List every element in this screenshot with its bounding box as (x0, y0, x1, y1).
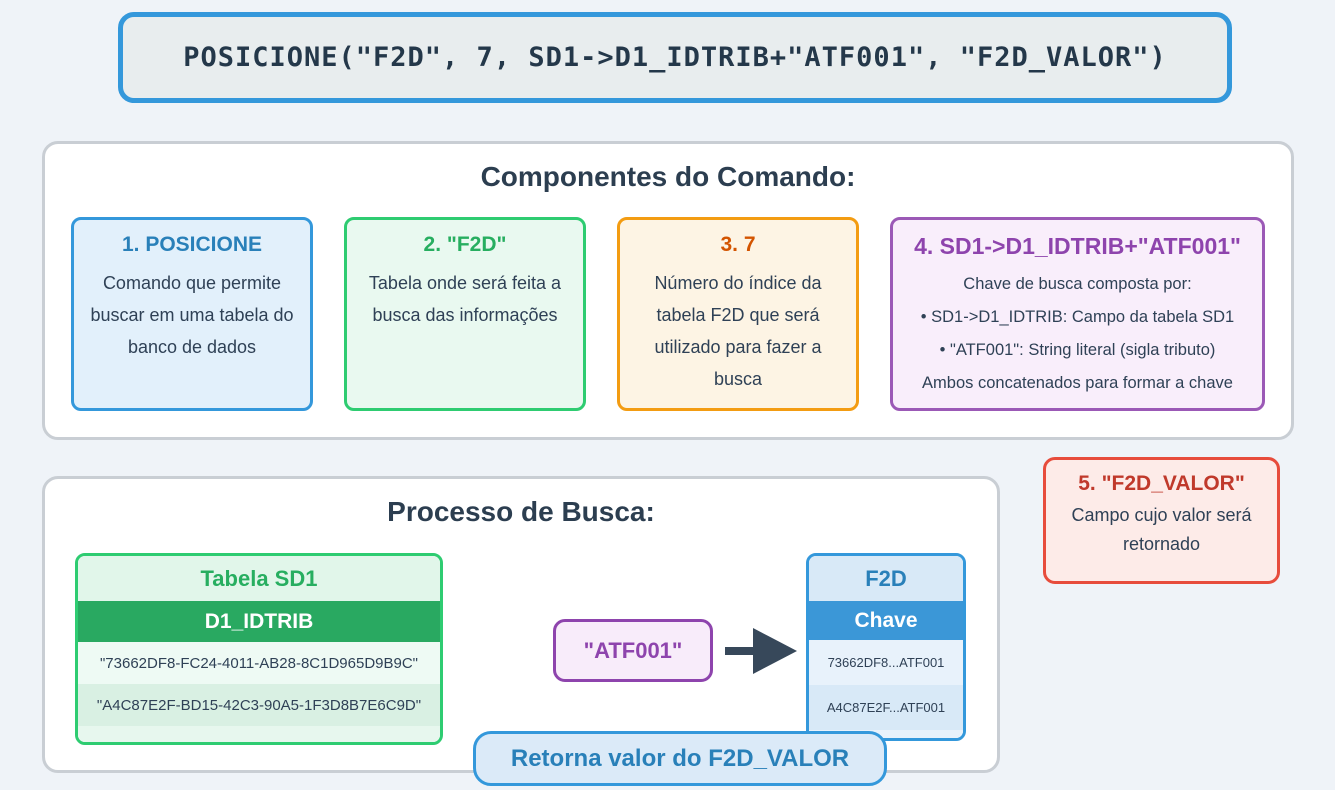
description-line: • "ATF001": String literal (sigla tribut… (939, 341, 1216, 359)
process-panel-title: Processo de Busca: (387, 496, 655, 527)
f2d-table-title: F2D (809, 556, 963, 601)
description-line: Chave de busca composta por: (963, 275, 1192, 293)
component-card-description: Comando que permite buscar em uma tabela… (90, 273, 294, 358)
sd1-column-header: D1_IDTRIB (78, 601, 440, 642)
component-card-f2d: 2. "F2D" Tabela onde será feita a busca … (344, 217, 586, 411)
component-card-title: 4. SD1->D1_IDTRIB+"ATF001" (914, 233, 1241, 259)
command-code-box: POSICIONE("F2D", 7, SD1->D1_IDTRIB+"ATF0… (118, 12, 1232, 103)
component-card-return-field: 5. "F2D_VALOR" Campo cujo valor será ret… (1043, 457, 1280, 584)
component-card-description: Chave de busca composta por: • SD1->D1_I… (903, 268, 1252, 400)
component-card-title: 1. POSICIONE (121, 233, 263, 256)
sd1-table: Tabela SD1 D1_IDTRIB "73662DF8-FC24-4011… (75, 553, 443, 745)
component-card-description: Tabela onde será feita a busca das infor… (368, 273, 562, 326)
component-card-description: Número do índice da tabela F2D que será … (654, 273, 822, 390)
f2d-table-footer (809, 730, 963, 738)
component-card-title: 2. "F2D" (423, 233, 507, 256)
description-line: Ambos concatenados para formar a chave (922, 374, 1233, 392)
components-panel: Componentes do Comando: 1. POSICIONE Com… (42, 141, 1294, 440)
component-card-title: 5. "F2D_VALOR" (1078, 472, 1245, 495)
command-code-text: POSICIONE("F2D", 7, SD1->D1_IDTRIB+"ATF0… (183, 42, 1167, 73)
sd1-table-title: Tabela SD1 (78, 556, 440, 601)
process-panel: Processo de Busca: Tabela SD1 D1_IDTRIB … (42, 476, 1000, 786)
table-row: 73662DF8...ATF001 (809, 640, 963, 685)
components-panel-title: Componentes do Comando: (480, 161, 856, 192)
search-key-chip: "ATF001" (553, 619, 713, 682)
arrow-right-icon (725, 628, 797, 674)
component-card-description: Campo cujo valor será retornado (1071, 505, 1252, 554)
components-cards-row: 1. POSICIONE Comando que permite buscar … (71, 217, 1265, 411)
result-pill: Retorna valor do F2D_VALOR (473, 731, 887, 786)
sd1-table-footer (78, 726, 440, 742)
table-row: "A4C87E2F-BD15-42C3-90A5-1F3D8B7E6C9D" (78, 684, 440, 726)
component-card-index: 3. 7 Número do índice da tabela F2D que … (617, 217, 859, 411)
description-line: • SD1->D1_IDTRIB: Campo da tabela SD1 (920, 308, 1235, 326)
component-card-posicione: 1. POSICIONE Comando que permite buscar … (71, 217, 313, 411)
component-card-title: 3. 7 (720, 233, 756, 256)
component-card-search-key: 4. SD1->D1_IDTRIB+"ATF001" Chave de busc… (890, 217, 1265, 411)
table-row: "73662DF8-FC24-4011-AB28-8C1D965D9B9C" (78, 642, 440, 684)
f2d-column-header: Chave (809, 601, 963, 640)
f2d-table: F2D Chave 73662DF8...ATF001 A4C87E2F...A… (806, 553, 966, 741)
table-row: A4C87E2F...ATF001 (809, 685, 963, 730)
